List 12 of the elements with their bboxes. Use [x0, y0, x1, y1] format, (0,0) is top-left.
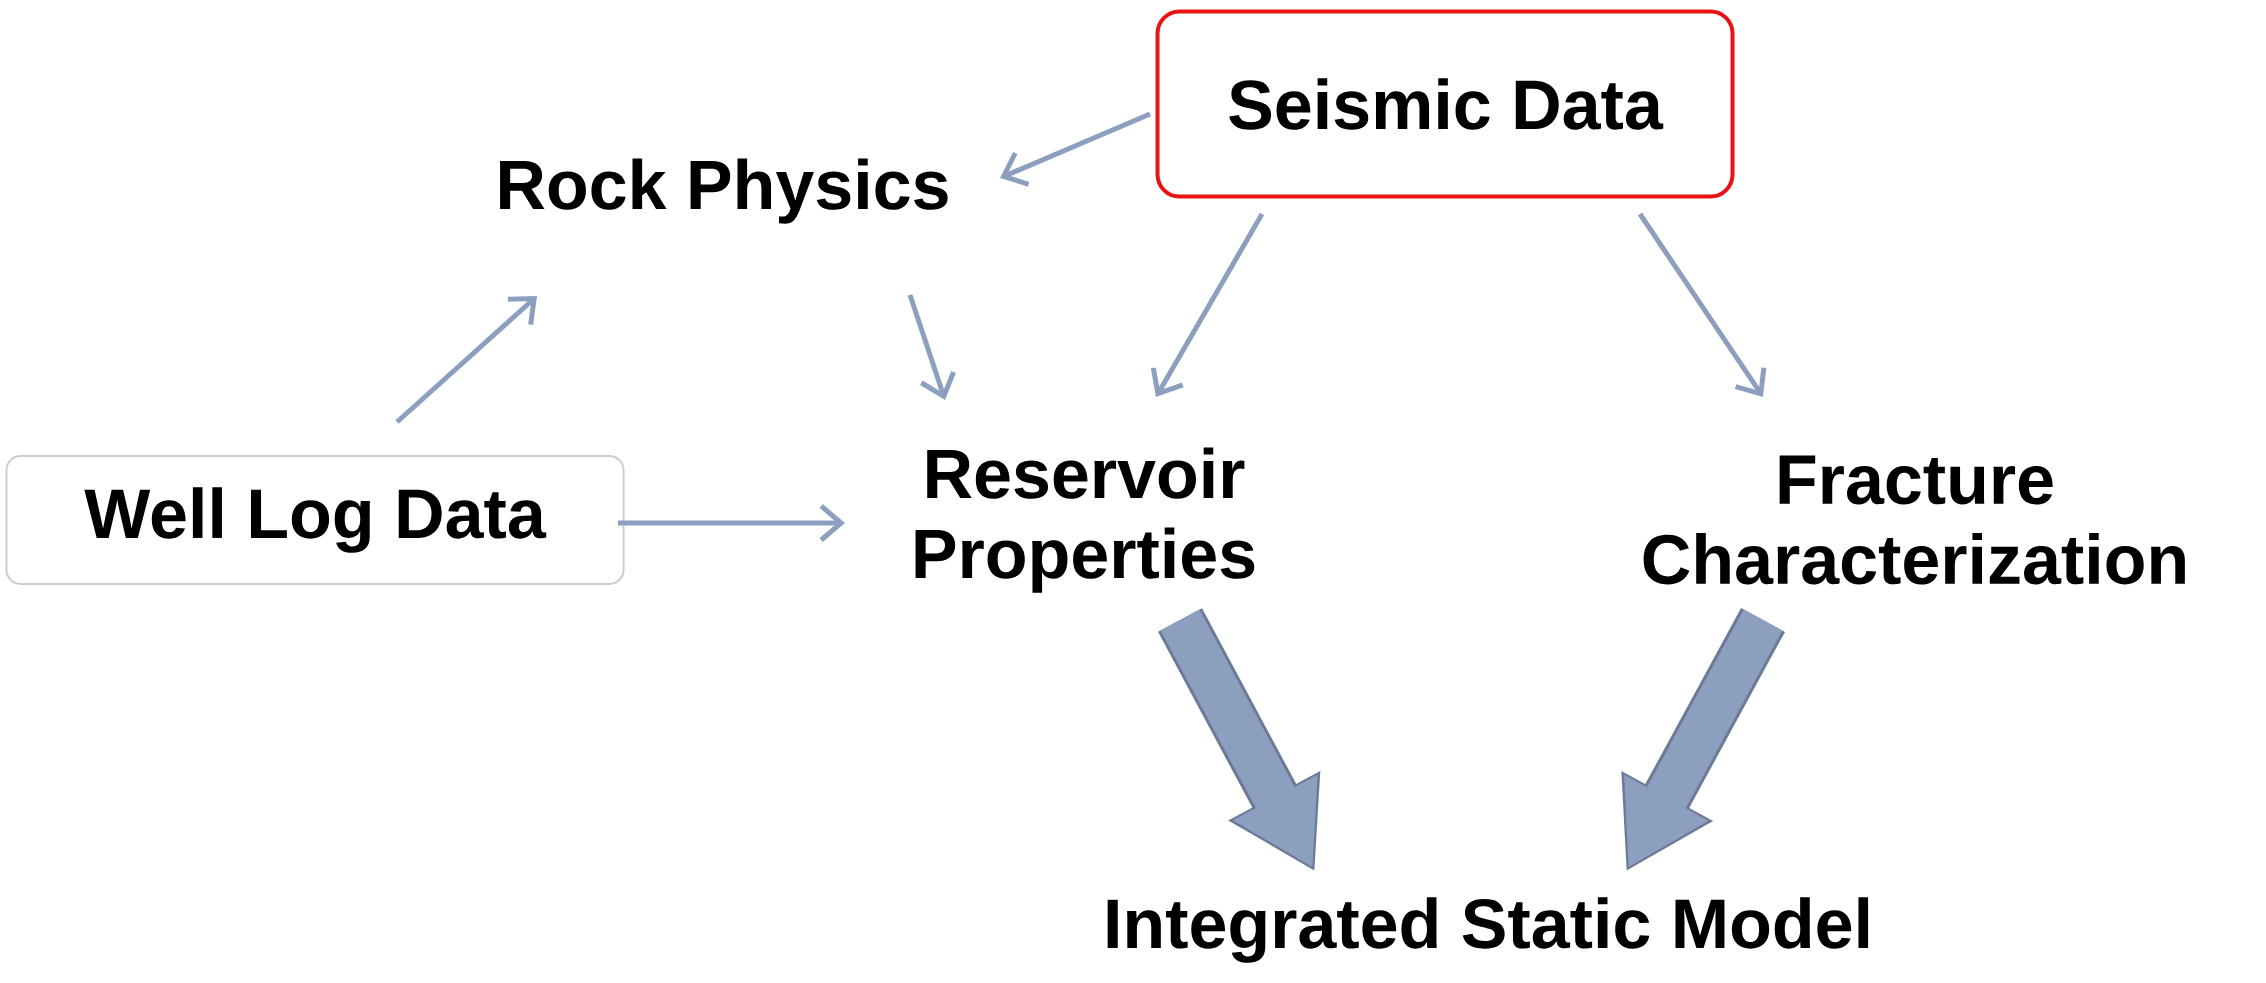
arrow [907, 294, 956, 400]
arrow [1150, 212, 1265, 397]
label-text: Rock Physics [500, 158, 948, 224]
arrow [618, 504, 845, 542]
arrow [1637, 212, 1767, 397]
label-text: Fracture Characterization [1643, 455, 2185, 585]
highlighted-box: Seismic Data [1155, 9, 1735, 199]
arrow [395, 296, 537, 424]
card-box: Well Log Data [5, 455, 625, 585]
label-text: Integrated Static Model [1107, 897, 1869, 963]
arrow [1000, 111, 1151, 187]
label-text: Reservoir Properties [915, 447, 1255, 593]
